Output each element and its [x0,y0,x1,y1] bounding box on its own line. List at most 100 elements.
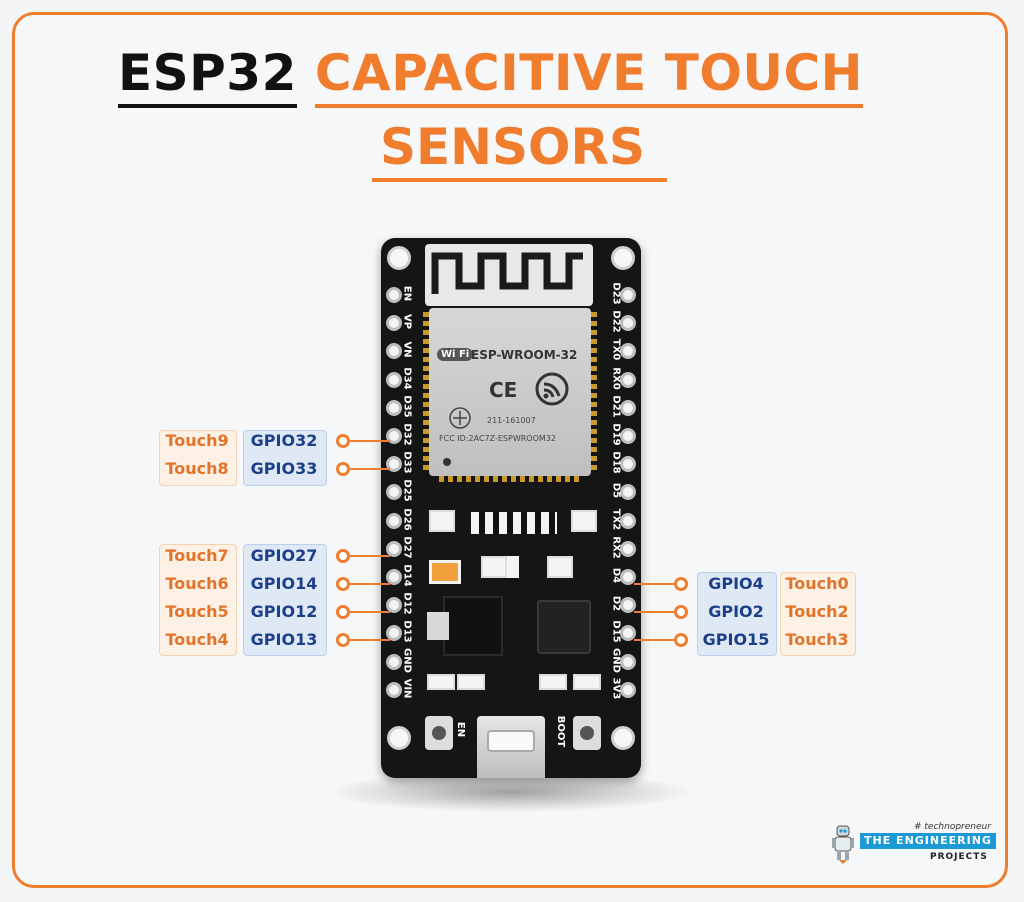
touch-label-touch2: Touch2 [785,602,849,621]
pin-hole-left-d34 [386,371,402,388]
connector-line [350,468,390,470]
title-line-1: ESP32 CAPACITIVE TOUCH [118,44,863,108]
touch-group-bg [780,572,856,656]
pin-hole-right-d5 [620,484,636,501]
mounting-hole [611,726,635,750]
touch-label-touch0: Touch0 [785,574,849,593]
connector-dot [674,605,688,619]
pin-hole-right-d2 [620,597,636,614]
pin-hole-right-d23 [620,287,636,303]
mounting-hole [387,246,411,270]
pin-hole-right-tx0 [620,343,636,360]
module-name: ESP-WROOM-32 [471,348,578,362]
connector-line [350,555,390,557]
connector-line [634,639,674,641]
smd-component [427,674,455,690]
pin-hole-right-rx0 [620,371,636,388]
pin-hole-right-d22 [620,315,636,332]
en-button[interactable] [425,716,453,750]
connector-dot [336,434,350,448]
pin-hole-left-d12 [386,597,402,614]
gpio-label-gpio15: GPIO15 [702,630,770,649]
pin-hole-left-gnd [386,653,402,670]
logo-tagline: # technopreneur [914,822,991,832]
cp2102-pads [471,512,557,534]
gpio-label-gpio27: GPIO27 [250,546,318,565]
boot-button[interactable] [573,716,601,750]
boot-button-label: BOOT [555,715,567,748]
connector-dot [674,577,688,591]
gpio-label-gpio14: GPIO14 [250,574,318,593]
touch-label-touch6: Touch6 [165,574,229,593]
pin-hole-right-3v3 [620,681,636,698]
antenna-trace-icon [431,252,583,294]
logo-brand: THE ENGINEERING [860,833,996,849]
smd-component [539,674,567,690]
gpio-label-gpio2: GPIO2 [708,602,764,621]
mounting-hole [387,726,411,750]
pin-hole-left-d32 [386,428,402,444]
connector-line [350,583,390,585]
connector-line [634,583,674,585]
pin-hole-left-d13 [386,625,402,642]
connector-dot [336,633,350,647]
connector-line [350,639,390,641]
smd-component [571,510,597,532]
connector-dot [674,633,688,647]
smd-component [429,510,455,532]
engineering-projects-logo: # technopreneur THE ENGINEERING PROJECTS [830,822,1000,868]
regulator-tab [427,612,449,640]
pin-label-left-vin: VIN [401,678,413,699]
pin-hole-right-d4 [620,569,636,585]
en-button-label: EN [455,721,467,738]
esp-wroom-32-module: Wi Fi ESP-WROOM-32 CE 211-161007 FCC ID:… [423,308,597,482]
connector-dot [336,462,350,476]
touch-label-touch3: Touch3 [785,630,849,649]
title-sensors: SENSORS [372,118,668,182]
pin-hole-right-d15 [620,625,636,642]
gpio-label-gpio4: GPIO4 [708,574,764,593]
touch-label-touch7: Touch7 [165,546,229,565]
esp32-board: Wi Fi ESP-WROOM-32 CE 211-161007 FCC ID:… [381,238,641,778]
pin-hole-right-d18 [620,456,636,473]
connector-line [634,611,674,613]
pin-hole-right-tx2 [620,512,636,529]
smd-component [573,674,601,690]
voltage-regulator [427,596,503,656]
pin-hole-right-rx2 [620,540,636,557]
cert-number: 211-161007 [487,416,536,425]
pin-hole-left-d27 [386,540,402,557]
touch-label-touch5: Touch5 [165,602,229,621]
mounting-hole [611,246,635,270]
pin-hole-left-vn [386,343,402,360]
title-capacitive-touch: CAPACITIVE TOUCH [314,44,863,108]
telec-mark-icon [449,407,471,429]
gpio-group-bg [243,430,327,486]
pin-hole-left-vp [386,315,402,332]
pin-hole-right-d19 [620,428,636,444]
pin-hole-right-gnd [620,653,636,670]
gpio-label-gpio13: GPIO13 [250,630,318,649]
touch-group-bg [159,544,237,656]
wifi-badge: Wi Fi [437,348,474,361]
smd-component [481,556,507,578]
board-shadow [330,772,690,812]
tantalum-capacitor [429,560,461,584]
gpio-label-gpio12: GPIO12 [250,602,318,621]
module-castellations-left [423,312,429,472]
usb-opening [487,730,535,752]
smd-component [457,674,485,690]
pin1-dot [443,458,451,466]
gpio-label-gpio32: GPIO32 [250,431,318,450]
robot-mascot-icon [832,825,854,864]
smd-part [507,556,519,578]
pin-hole-left-vin [386,681,402,698]
touch-label-touch4: Touch4 [165,630,229,649]
pin-label-right-3v3: 3V3 [610,677,622,700]
pcb-antenna [425,244,593,306]
connector-dot [336,577,350,591]
touch-label-touch9: Touch9 [165,431,229,450]
micro-usb-port[interactable] [477,716,545,778]
pin-hole-left-d26 [386,512,402,529]
